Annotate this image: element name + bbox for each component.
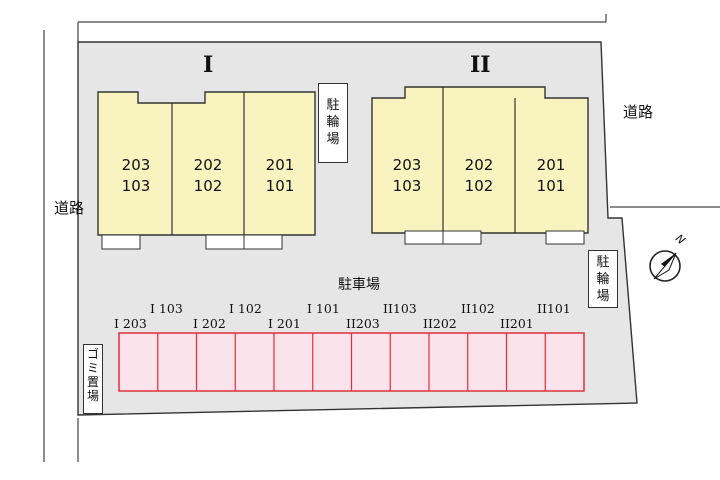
parking-slot-label: II203 <box>346 316 380 331</box>
parking-slot-label: I 201 <box>268 316 301 331</box>
entrance-step <box>442 230 482 245</box>
road-label-left: 道路 <box>54 199 85 217</box>
parking-slot-label: II103 <box>383 301 417 316</box>
parking-slot-label: I 103 <box>150 301 183 316</box>
parking-slot-label: II101 <box>537 301 571 316</box>
building-label-i: I <box>203 52 214 78</box>
bike-parking-i: 駐輪場 <box>318 83 348 163</box>
entrance-step <box>404 230 444 245</box>
parking-lot-label: 駐車場 <box>338 277 380 293</box>
compass-icon <box>649 250 681 282</box>
entrance-step <box>101 234 141 250</box>
trash-area-label: ゴミ置場 <box>87 347 100 403</box>
parking-slot-label: II202 <box>423 316 457 331</box>
entrance-step <box>205 234 245 250</box>
parking-slot-label: I 101 <box>307 301 340 316</box>
entrance-step <box>545 230 585 245</box>
parking-slot-label: I 102 <box>229 301 262 316</box>
building-label-ii: II <box>470 52 491 78</box>
parking-slot-label: I 202 <box>193 316 226 331</box>
parking-slot-dividers <box>157 333 546 391</box>
entrance-step <box>243 234 283 250</box>
bike-parking-label: 駐輪場 <box>596 255 610 304</box>
road-label-right: 道路 <box>623 103 654 121</box>
parking-slot-label: II102 <box>461 301 495 316</box>
building-i <box>97 91 316 236</box>
parking-slot-label: II201 <box>500 316 534 331</box>
trash-area: ゴミ置場 <box>83 344 103 414</box>
bike-parking-label: 駐輪場 <box>326 98 340 147</box>
bike-parking-ii: 駐輪場 <box>588 250 618 308</box>
parking-slot-label: I 203 <box>114 316 147 331</box>
